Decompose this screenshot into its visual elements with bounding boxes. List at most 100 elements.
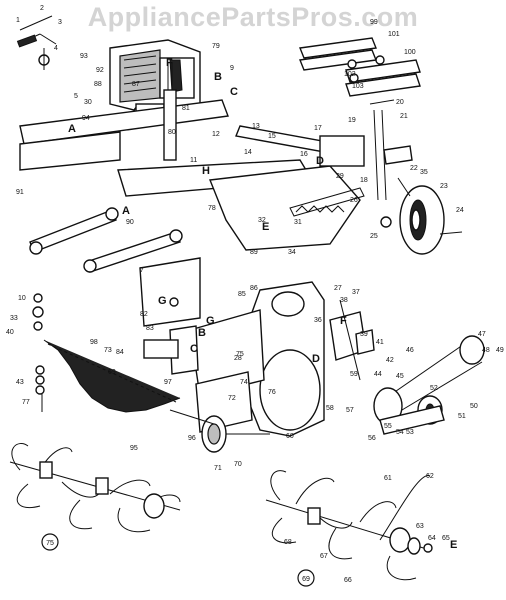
- svg-text:79: 79: [212, 43, 220, 50]
- throttle-control-parts: [16, 15, 57, 70]
- svg-text:95: 95: [130, 445, 138, 452]
- watermark-text: AppliancePartsPros.com: [88, 2, 419, 32]
- svg-text:C: C: [190, 343, 198, 355]
- svg-text:60: 60: [286, 433, 294, 440]
- svg-text:38: 38: [340, 297, 348, 304]
- part-number-callouts: 1 2 3 4 5 7 9 10 11 12 13 14 15 16 17 18…: [6, 5, 504, 584]
- svg-text:75: 75: [46, 540, 54, 547]
- svg-text:35: 35: [420, 169, 428, 176]
- svg-text:65: 65: [442, 535, 450, 542]
- reference-letters: A A B B C C D D E E F F G G H: [68, 57, 457, 551]
- engine-assembly: [109, 39, 201, 119]
- svg-text:34: 34: [288, 249, 296, 256]
- svg-text:49: 49: [496, 347, 504, 354]
- drive-shield: [139, 257, 201, 327]
- svg-text:A: A: [122, 205, 130, 217]
- svg-text:63: 63: [416, 523, 424, 530]
- svg-text:28: 28: [234, 355, 242, 362]
- transmission-housing: [143, 281, 325, 437]
- svg-text:57: 57: [346, 407, 354, 414]
- svg-text:23: 23: [440, 183, 448, 190]
- svg-text:18: 18: [360, 177, 368, 184]
- svg-text:83: 83: [146, 325, 154, 332]
- svg-text:B: B: [214, 71, 222, 83]
- wheel-assembly: [319, 99, 463, 255]
- svg-text:85: 85: [238, 291, 246, 298]
- svg-text:25: 25: [370, 233, 378, 240]
- svg-text:100: 100: [404, 49, 416, 56]
- tiller-frame: [19, 62, 365, 251]
- svg-text:39: 39: [360, 331, 368, 338]
- svg-text:96: 96: [188, 435, 196, 442]
- svg-text:2: 2: [40, 5, 44, 12]
- svg-text:98: 98: [90, 339, 98, 346]
- svg-text:9: 9: [230, 65, 234, 72]
- svg-text:43: 43: [16, 379, 24, 386]
- svg-text:19: 19: [348, 117, 356, 124]
- svg-text:E: E: [262, 221, 269, 233]
- svg-text:24: 24: [456, 207, 464, 214]
- svg-text:64: 64: [428, 535, 436, 542]
- right-tine-assembly: [265, 470, 433, 581]
- svg-text:51: 51: [458, 413, 466, 420]
- svg-text:52: 52: [430, 385, 438, 392]
- svg-text:91: 91: [16, 189, 24, 196]
- left-fasteners: [32, 293, 45, 412]
- svg-text:42: 42: [386, 357, 394, 364]
- svg-text:45: 45: [396, 373, 404, 380]
- svg-text:74: 74: [240, 379, 248, 386]
- svg-text:11: 11: [190, 157, 197, 164]
- belt-pulley-assembly: [329, 299, 485, 435]
- svg-text:47: 47: [478, 331, 486, 338]
- left-tine-assembly: [9, 443, 181, 533]
- svg-text:71: 71: [214, 465, 222, 472]
- svg-text:50: 50: [470, 403, 478, 410]
- svg-text:C: C: [230, 86, 238, 98]
- svg-text:82: 82: [140, 311, 148, 318]
- svg-text:D: D: [316, 155, 324, 167]
- svg-text:81: 81: [182, 105, 190, 112]
- svg-text:22: 22: [410, 165, 418, 172]
- svg-text:89: 89: [250, 249, 258, 256]
- svg-text:32: 32: [258, 217, 266, 224]
- svg-text:12: 12: [212, 131, 220, 138]
- svg-text:1: 1: [16, 17, 20, 24]
- svg-text:55: 55: [384, 423, 392, 430]
- svg-text:61: 61: [384, 475, 392, 482]
- svg-text:5: 5: [74, 93, 78, 100]
- svg-text:67: 67: [320, 553, 328, 560]
- svg-text:21: 21: [400, 113, 408, 120]
- svg-text:87: 87: [132, 81, 140, 88]
- svg-text:F: F: [166, 57, 173, 69]
- svg-text:F: F: [340, 315, 347, 327]
- svg-text:78: 78: [208, 205, 216, 212]
- svg-text:A: A: [68, 123, 76, 135]
- svg-text:31: 31: [294, 219, 302, 226]
- svg-text:72: 72: [228, 395, 236, 402]
- svg-text:59: 59: [350, 371, 358, 378]
- svg-text:26: 26: [350, 197, 358, 204]
- svg-text:37: 37: [352, 289, 360, 296]
- svg-text:69: 69: [302, 576, 310, 583]
- hitch-links: [29, 207, 183, 273]
- svg-text:53: 53: [406, 429, 414, 436]
- svg-text:56: 56: [368, 435, 376, 442]
- svg-text:10: 10: [18, 295, 26, 302]
- svg-text:E: E: [450, 539, 457, 551]
- svg-text:70: 70: [234, 461, 242, 468]
- svg-text:86: 86: [250, 285, 258, 292]
- svg-text:102: 102: [344, 71, 356, 78]
- svg-text:20: 20: [396, 99, 404, 106]
- svg-text:13: 13: [252, 123, 260, 130]
- axle-hub: [169, 409, 270, 453]
- svg-text:80: 80: [168, 129, 176, 136]
- svg-text:90: 90: [126, 219, 134, 226]
- svg-text:36: 36: [314, 317, 322, 324]
- svg-text:7: 7: [140, 267, 144, 274]
- svg-text:84: 84: [116, 349, 124, 356]
- svg-text:68: 68: [284, 539, 292, 546]
- svg-text:46: 46: [406, 347, 414, 354]
- svg-text:17: 17: [314, 125, 322, 132]
- svg-text:92: 92: [96, 67, 104, 74]
- svg-text:4: 4: [54, 45, 58, 52]
